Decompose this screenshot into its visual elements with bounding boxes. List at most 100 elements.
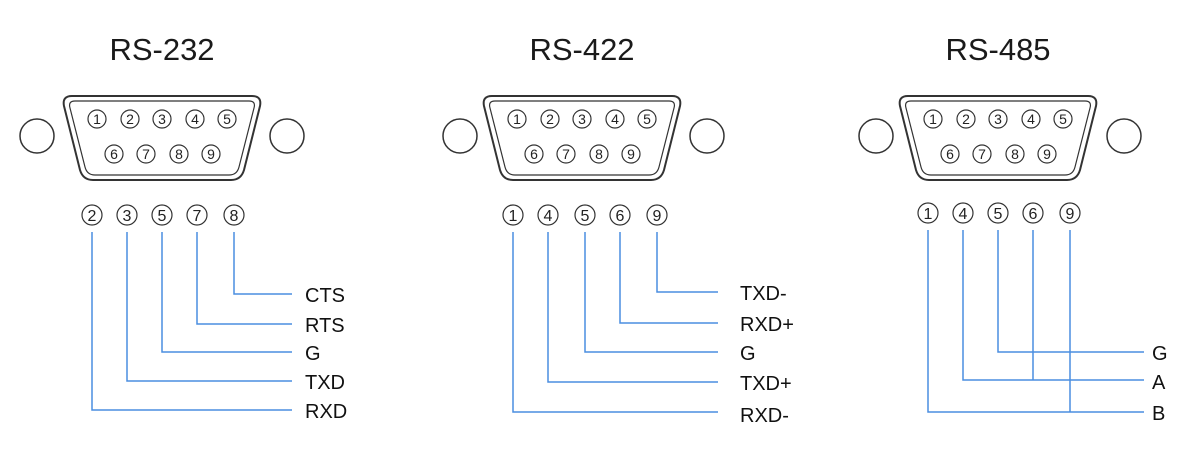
rs422-pin-9: 9 — [621, 144, 641, 164]
rs485-shell-inner — [904, 100, 1092, 176]
rs485-wire-pin-5-number: 5 — [994, 206, 1003, 223]
rs232-wire-pin-2-number: 2 — [88, 208, 97, 225]
rs485-pin-6: 6 — [940, 144, 960, 164]
rs485-pin-9: 9 — [1037, 144, 1057, 164]
rs422-connector: RS-422 1 2 3 4 5 6 7 8 9 1 RXD- 4 TXD+ 5 — [442, 32, 794, 427]
rs422-pin-8-label: 8 — [595, 146, 603, 162]
rs232-wire-pin-8: 8 CTS — [223, 204, 345, 307]
rs422-pin-2-label: 2 — [546, 111, 554, 127]
rs485-wire-pin-1: 1 — [917, 202, 1144, 413]
rs232-pin-1: 1 — [87, 109, 107, 129]
rs485-pin-7: 7 — [972, 144, 992, 164]
rs485-pin-2: 2 — [956, 109, 976, 129]
rs422-wire-pin-1: 1 RXD- — [502, 204, 789, 427]
rs485-wire-pin-4: 4 — [952, 202, 1144, 381]
rs422-shell-outer — [482, 95, 682, 181]
rs485-title: RS-485 — [945, 32, 1050, 67]
rs485-pin-5-label: 5 — [1059, 111, 1067, 127]
rs422-pin-5: 5 — [637, 109, 657, 129]
rs232-pin-4: 4 — [185, 109, 205, 129]
rs422-pin-2: 2 — [540, 109, 560, 129]
rs232-wire-pin-7-number: 7 — [193, 208, 202, 225]
rs422-signal-rxd-plus: RXD+ — [740, 314, 794, 336]
rs422-pin-5-label: 5 — [643, 111, 651, 127]
rs422-pin-7: 7 — [556, 144, 576, 164]
rs422-pin-6: 6 — [524, 144, 544, 164]
rs232-signal-rts: RTS — [305, 315, 345, 337]
rs422-title: RS-422 — [529, 32, 634, 67]
rs232-pin-6: 6 — [104, 144, 124, 164]
rs485-pin-2-label: 2 — [962, 111, 970, 127]
rs422-wire-pin-6-number: 6 — [616, 208, 625, 225]
rs485-right-screw — [1106, 118, 1142, 154]
rs232-wire-pin-3: 3 TXD — [116, 204, 345, 394]
rs485-pin-4: 4 — [1021, 109, 1041, 129]
rs485-pin-1: 1 — [923, 109, 943, 129]
rs422-wire-pin-5: 5 G — [574, 204, 756, 365]
rs485-pin-7-label: 7 — [978, 146, 986, 162]
rs485-connector: RS-485 1 2 3 4 5 6 7 8 9 1 4 5 6 — [858, 32, 1168, 425]
rs485-pin-4-label: 4 — [1027, 111, 1035, 127]
rs422-pin-6-label: 6 — [530, 146, 538, 162]
rs232-title: RS-232 — [109, 32, 214, 67]
rs422-wire-pin-4-number: 4 — [544, 208, 553, 225]
rs232-wire-pin-3-number: 3 — [123, 208, 132, 225]
rs422-wire-pin-4: 4 TXD+ — [537, 204, 792, 395]
rs232-pin-8: 8 — [169, 144, 189, 164]
rs232-pin-3: 3 — [152, 109, 172, 129]
rs485-pin-9-label: 9 — [1043, 146, 1051, 162]
rs232-pin-2-label: 2 — [126, 111, 134, 127]
rs422-pin-3: 3 — [572, 109, 592, 129]
rs422-signal-rxd-minus: RXD- — [740, 405, 789, 427]
rs232-pin-1-label: 1 — [93, 111, 101, 127]
rs485-shell-outer — [898, 95, 1098, 181]
rs422-left-screw — [442, 118, 478, 154]
rs232-connector: RS-232 1 2 3 4 5 6 7 8 9 2 RXD 3 TXD 5 G — [19, 32, 347, 423]
rs422-wire-pin-5-number: 5 — [581, 208, 590, 225]
rs232-pin-9-label: 9 — [207, 146, 215, 162]
rs422-pin-3-label: 3 — [578, 111, 586, 127]
rs232-signal-rxd: RXD — [305, 401, 347, 423]
rs232-pin-9: 9 — [201, 144, 221, 164]
rs485-pin-8-label: 8 — [1011, 146, 1019, 162]
rs232-pin-5: 5 — [217, 109, 237, 129]
rs485-pin-8: 8 — [1005, 144, 1025, 164]
rs422-pin-1-label: 1 — [513, 111, 521, 127]
rs422-pin-4: 4 — [605, 109, 625, 129]
rs485-pin-6-label: 6 — [946, 146, 954, 162]
rs485-left-screw — [858, 118, 894, 154]
rs422-wire-pin-9: 9 TXD- — [646, 204, 787, 305]
rs232-signal-g: G — [305, 343, 321, 365]
rs485-pin-1-label: 1 — [929, 111, 937, 127]
rs422-shell-inner — [488, 100, 676, 176]
rs422-signal-txd-minus: TXD- — [740, 283, 787, 305]
rs232-wire-pin-5: 5 G — [151, 204, 321, 365]
rs422-pin-8: 8 — [589, 144, 609, 164]
rs422-right-screw — [689, 118, 725, 154]
rs232-pin-2: 2 — [120, 109, 140, 129]
rs422-signal-g: G — [740, 343, 756, 365]
rs485-signal-a: A — [1152, 372, 1166, 394]
rs485-wire-pin-6-number: 6 — [1029, 206, 1038, 223]
rs485-wire-pin-9: 9 — [1059, 202, 1081, 412]
rs232-right-screw — [269, 118, 305, 154]
rs485-wire-pin-4-number: 4 — [959, 206, 968, 223]
rs422-pin-4-label: 4 — [611, 111, 619, 127]
rs485-pin-3-label: 3 — [994, 111, 1002, 127]
rs485-wire-pin-1-number: 1 — [924, 206, 933, 223]
rs232-signal-txd: TXD — [305, 372, 345, 394]
rs232-pin-4-label: 4 — [191, 111, 199, 127]
rs485-signal-b: B — [1152, 403, 1165, 425]
rs422-pin-1: 1 — [507, 109, 527, 129]
rs232-left-screw — [19, 118, 55, 154]
rs485-wire-pin-6: 6 — [1022, 202, 1044, 380]
rs485-wire-pin-9-number: 9 — [1066, 206, 1075, 223]
rs232-wire-pin-2: 2 RXD — [81, 204, 347, 423]
rs485-pin-5: 5 — [1053, 109, 1073, 129]
rs232-pin-5-label: 5 — [223, 111, 231, 127]
rs232-wire-pin-5-number: 5 — [158, 208, 167, 225]
rs422-pin-7-label: 7 — [562, 146, 570, 162]
rs422-wire-pin-9-number: 9 — [653, 208, 662, 225]
rs232-pin-7: 7 — [136, 144, 156, 164]
